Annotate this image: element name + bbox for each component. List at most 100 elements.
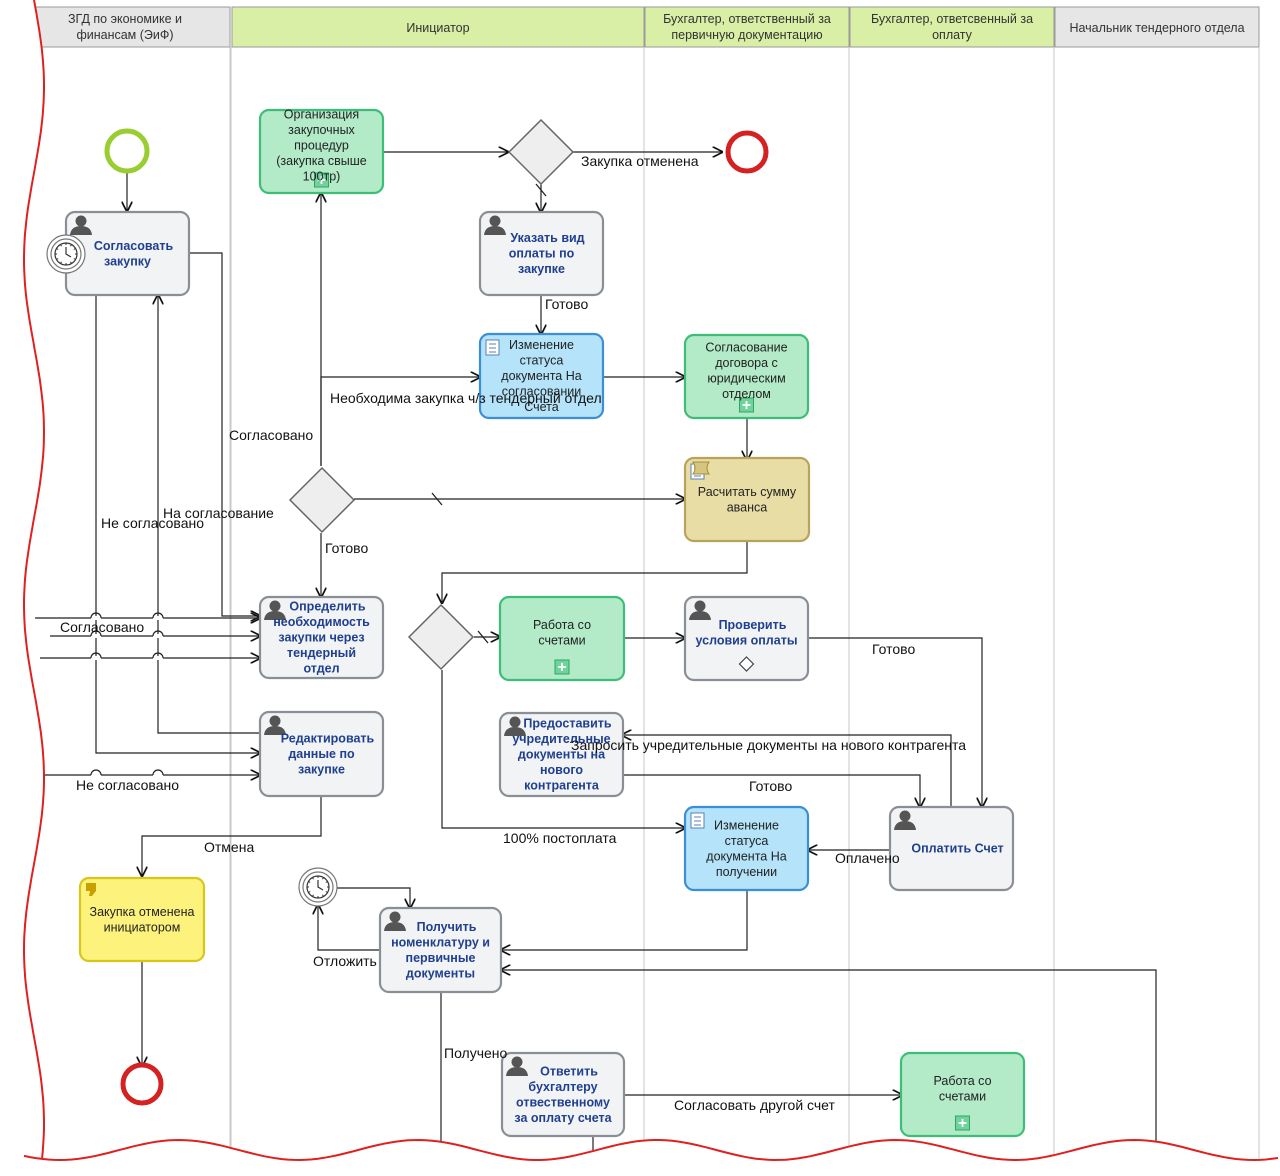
script-icon (690, 812, 705, 829)
user-icon (689, 600, 711, 620)
line-hop (90, 612, 102, 619)
end-event (120, 1062, 164, 1106)
task-label: первичные (406, 951, 476, 965)
edge-label-done3: Готово (872, 641, 915, 657)
line-hop (90, 769, 102, 776)
subprocess-plus-marker[interactable] (554, 659, 570, 675)
subprocess-plus-marker[interactable] (314, 172, 329, 188)
user-icon (506, 1056, 528, 1076)
lane-buh1: Бухгалтер, ответственный за первичную док… (644, 6, 850, 1176)
flow-edge (189, 252, 260, 616)
line-hop (153, 656, 163, 660)
script-icon (485, 339, 500, 356)
task-label: бухгалтеру (528, 1080, 597, 1094)
default-flow-mark (477, 630, 489, 644)
flow-edge (808, 637, 982, 807)
task-label: Счета (524, 400, 559, 414)
torn-edge-bottom (23, 1138, 1279, 1162)
task-label: номенклатуру и (391, 935, 490, 949)
task-label: условия оплаты (695, 633, 797, 647)
task-label: Редактировать (281, 732, 375, 746)
timer-event-postpone (298, 867, 338, 907)
start-event (104, 128, 150, 174)
edge-label-other-invoice: Согласовать другой счет (674, 1097, 835, 1113)
edge-label-not-agreed1: Не согласовано (101, 515, 204, 531)
flow-edge (622, 735, 952, 807)
task-label: необходимость (273, 615, 370, 629)
lane-init: Инициатор (231, 6, 645, 1176)
torn-edge-left (23, 0, 46, 1159)
subprocess-plus-marker[interactable] (739, 397, 754, 413)
edge-label-postpay: 100% постоплата (503, 830, 617, 846)
task-label: (закупка свыше (276, 154, 367, 168)
task-label: счетами (939, 1089, 986, 1103)
flow-edge (95, 295, 260, 753)
user-icon (70, 215, 92, 235)
edge-label-postpone: Отложить (313, 953, 377, 969)
exclusive-gateway[interactable] (288, 466, 356, 534)
exclusive-gateway[interactable] (507, 118, 575, 186)
task-pay[interactable]: Оплатить Счет (888, 805, 1015, 892)
edge-label-paid: Оплачено (835, 850, 900, 866)
task-label: за оплату счета (514, 1111, 612, 1125)
lane-title: Бухгалтер, ответственный за (663, 12, 831, 26)
task-label: отделом (722, 387, 771, 401)
flow-edge (318, 905, 380, 951)
task-label: Работа со (533, 618, 591, 632)
line-hop (91, 634, 101, 638)
task-label: оплаты по (509, 247, 575, 261)
exclusive-gateway[interactable] (407, 603, 475, 671)
line-hop (153, 616, 163, 620)
task-label: Изменение (714, 818, 779, 832)
task-label: Работа со (933, 1074, 991, 1088)
task-label: закупке (298, 763, 345, 777)
task-label: закупки через (278, 631, 364, 645)
flow-edge (501, 890, 748, 950)
edge-label-done1: Готово (545, 296, 588, 312)
task-label: отвественному (516, 1095, 610, 1109)
task-label: нового (540, 763, 583, 777)
gateway-marker-icon (738, 656, 755, 672)
edge-label-agreed2: Согласовано (60, 619, 144, 635)
line-hop (152, 612, 164, 619)
flow-edge (142, 796, 322, 876)
edge-label-agreed1: Согласовано (229, 427, 313, 443)
task-label: закупочных (288, 123, 355, 137)
edge-label-received: Получено (444, 1045, 508, 1061)
task-label: документа На (706, 849, 786, 863)
task-label: данные по (288, 747, 355, 761)
thumb-down-icon (86, 883, 96, 896)
subprocess-plus-marker[interactable] (955, 1115, 970, 1131)
line-hop (91, 616, 101, 620)
lane-title: первичную документацию (671, 28, 822, 42)
script-icon (692, 461, 710, 475)
task-label: Предоставить (523, 717, 611, 731)
flow-edge (501, 970, 1157, 1150)
lane-title: Инициатор (406, 21, 469, 35)
flow-edge (622, 774, 920, 807)
task-label: Проверить (719, 618, 787, 632)
task-label: получении (716, 865, 777, 879)
task-label: Получить (417, 920, 477, 934)
task-label: документы на (518, 748, 606, 762)
task-label: Согласование (705, 340, 787, 354)
task-label: 100тр) (303, 170, 341, 184)
task-label: аванса (727, 500, 768, 514)
